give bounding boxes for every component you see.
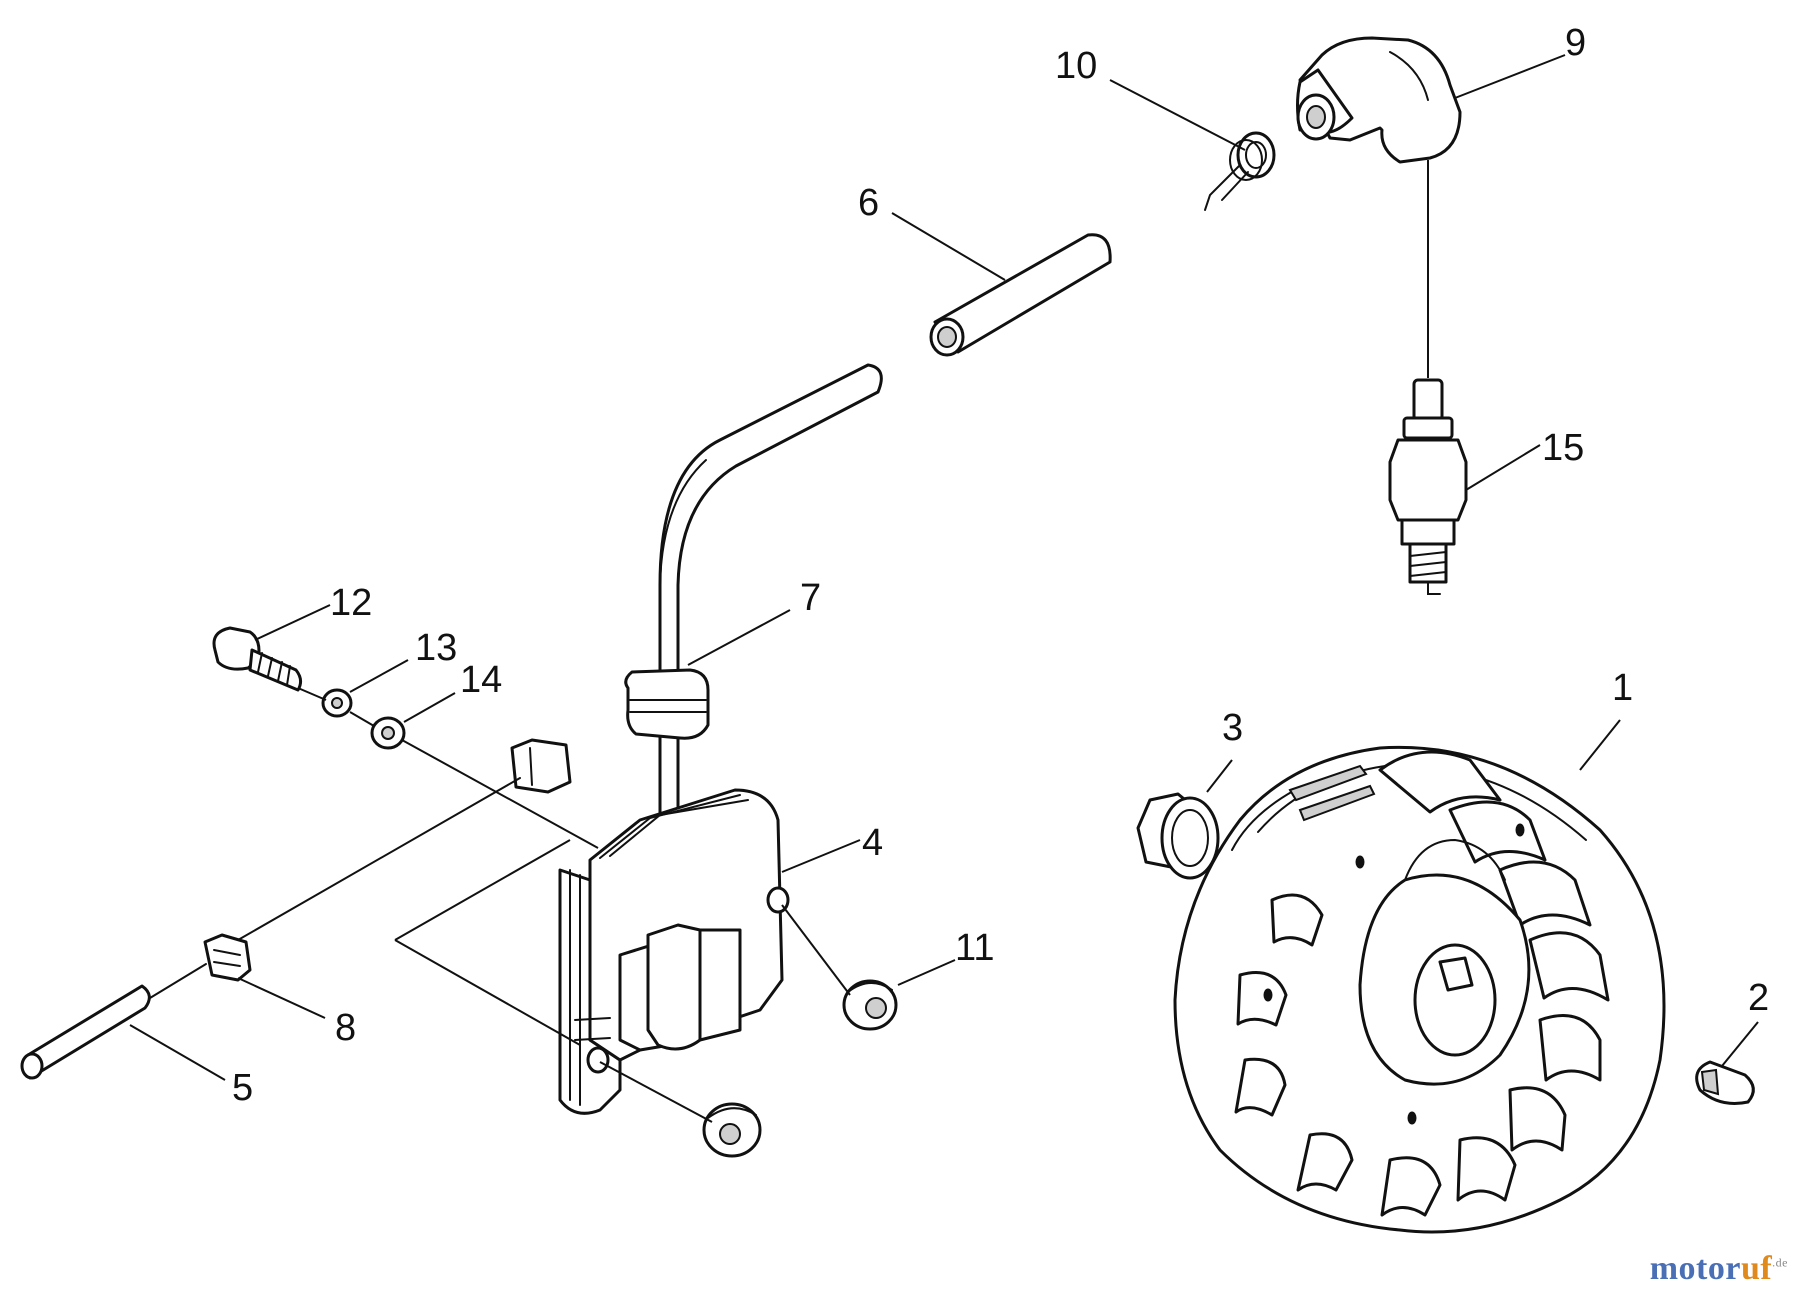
- watermark-suffix: .de: [1772, 1255, 1788, 1270]
- leader-10: [1109, 79, 1246, 151]
- part-1-flywheel: [1173, 745, 1666, 1234]
- part-11-bushing: [842, 979, 898, 1031]
- leader-11-label: [897, 959, 956, 986]
- part-3-nut: [1136, 792, 1220, 880]
- part-10-spring-clip: [1204, 131, 1276, 211]
- part-9-plug-boot: [1296, 36, 1462, 164]
- leader-15: [1465, 444, 1541, 491]
- callout-13: 13: [415, 627, 457, 669]
- leader-6: [891, 212, 1006, 281]
- leader-8: [237, 977, 326, 1019]
- leader-1: [1579, 719, 1621, 771]
- leader-13-label: [349, 659, 409, 693]
- callout-7: 7: [800, 577, 821, 619]
- callout-1: 1: [1612, 667, 1633, 709]
- leader-14-to-coil: [401, 739, 599, 849]
- part-4-ignition-coil: [558, 788, 790, 1115]
- callout-12: 12: [330, 582, 372, 624]
- callout-2: 2: [1748, 977, 1769, 1019]
- callout-9: 9: [1565, 22, 1586, 64]
- leader-coil-a: [394, 839, 571, 941]
- watermark-part-2: uf: [1740, 1250, 1773, 1287]
- leader-14: [349, 711, 375, 727]
- part-6-tube: [929, 233, 1112, 357]
- part-7-ht-lead: [624, 363, 883, 977]
- callout-11: 11: [955, 927, 994, 969]
- leader-12: [254, 604, 331, 641]
- leader-11: [781, 904, 851, 996]
- site-watermark: motoruf.de: [1650, 1250, 1788, 1288]
- leader-13: [297, 687, 327, 701]
- leader-9: [1454, 54, 1566, 99]
- part-8-grommet: [203, 933, 252, 982]
- leader-coil-b: [394, 939, 581, 1046]
- leader-7: [687, 609, 791, 666]
- leader-lower-bushing: [599, 1061, 713, 1123]
- callout-3: 3: [1222, 707, 1243, 749]
- part-15-spark-plug: [1388, 378, 1468, 595]
- callout-5: 5: [232, 1067, 253, 1109]
- callout-4: 4: [862, 822, 883, 864]
- leader-5: [129, 1024, 226, 1081]
- callout-6: 6: [858, 182, 879, 224]
- part-11-bushing-lower: [702, 1102, 762, 1158]
- callout-14: 14: [460, 659, 502, 701]
- part-13-lock-washer: [321, 688, 353, 718]
- watermark-part-1: motor: [1649, 1250, 1741, 1287]
- part-14-washer: [370, 716, 406, 750]
- callout-15: 15: [1542, 427, 1584, 469]
- leader-4: [781, 839, 861, 873]
- leader-14-label: [403, 692, 456, 723]
- callout-10: 10: [1055, 45, 1097, 87]
- leader-3: [1206, 759, 1233, 793]
- leader-2: [1721, 1021, 1759, 1067]
- part-12-bolt: [212, 626, 303, 692]
- callout-8: 8: [335, 1007, 356, 1049]
- part-5-stop-wire: [20, 738, 572, 1080]
- part-2-woodruff-key: [1695, 1060, 1755, 1105]
